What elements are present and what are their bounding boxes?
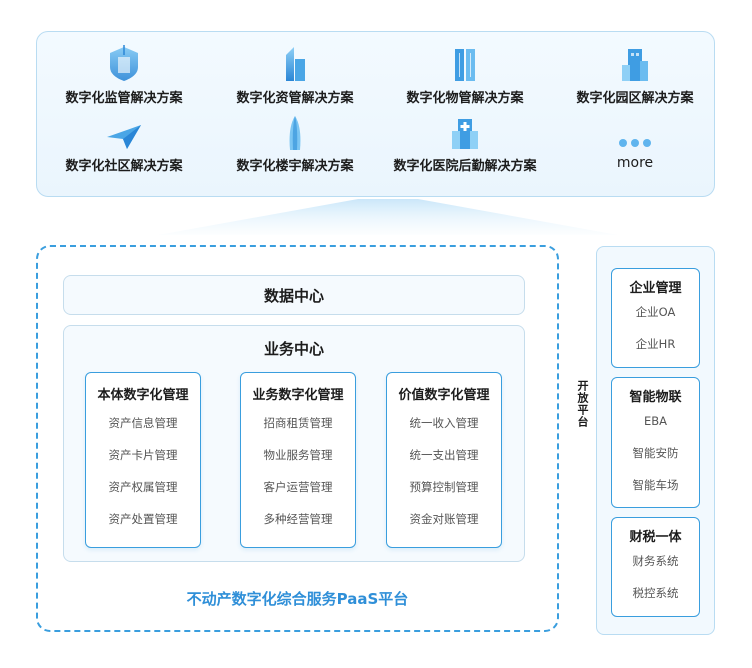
solution-label: 数字化物管解决方案 (406, 91, 524, 106)
card-business-mgmt[interactable]: 业务数字化管理 招商租赁管理 物业服务管理 客户运营管理 多种经营管理 (240, 372, 356, 548)
card-title: 企业管理 (629, 281, 682, 296)
card-title: 本体数字化管理 (97, 388, 189, 403)
card-title: 价值数字化管理 (398, 388, 490, 403)
card-enterprise-mgmt[interactable]: 企业管理 企业OA 企业HR (611, 268, 700, 368)
tower-building-icon (195, 45, 395, 83)
card-item[interactable]: 资产处置管理 (108, 512, 178, 526)
business-center-title: 业务中心 (263, 340, 324, 358)
card-item[interactable]: 多种经营管理 (263, 512, 333, 526)
solutions-panel (36, 31, 715, 197)
data-center-title: 数据中心 (263, 287, 324, 305)
card-title: 智能物联 (629, 390, 682, 405)
card-finance-tax[interactable]: 财税一体 财务系统 税控系统 (611, 517, 700, 617)
solution-asset-mgmt[interactable]: 数字化资管解决方案 (195, 45, 395, 106)
solution-label: 数字化医院后勤解决方案 (393, 159, 537, 174)
paper-plane-icon (24, 113, 224, 151)
solution-building[interactable]: 数字化楼宇解决方案 (195, 113, 395, 174)
card-item[interactable]: 税控系统 (632, 586, 679, 600)
card-item[interactable]: 资产信息管理 (108, 416, 178, 430)
solution-more[interactable]: more (535, 113, 735, 171)
card-item[interactable]: 智能车场 (632, 478, 679, 492)
solution-label: 数字化园区解决方案 (576, 91, 694, 106)
park-building-icon (535, 45, 735, 83)
card-smart-iot[interactable]: 智能物联 EBA 智能安防 智能车场 (611, 377, 700, 508)
card-item[interactable]: EBA (643, 414, 668, 428)
open-platform-label: 开放平台 (576, 380, 589, 428)
card-item[interactable]: 企业HR (635, 337, 676, 351)
card-item[interactable]: 统一支出管理 (409, 448, 479, 462)
shield-building-icon (24, 45, 224, 83)
data-center[interactable]: 数据中心 (63, 275, 525, 315)
card-item[interactable]: 资产权属管理 (108, 480, 178, 494)
card-title: 业务数字化管理 (252, 388, 344, 403)
card-item[interactable]: 预算控制管理 (409, 480, 479, 494)
card-item[interactable]: 智能安防 (632, 446, 679, 460)
card-item[interactable]: 财务系统 (632, 554, 679, 568)
card-item[interactable]: 物业服务管理 (263, 448, 333, 462)
card-item[interactable]: 统一收入管理 (409, 416, 479, 430)
skyscraper-icon (195, 113, 395, 151)
solution-park[interactable]: 数字化园区解决方案 (535, 45, 735, 106)
solution-community[interactable]: 数字化社区解决方案 (24, 113, 224, 174)
solution-property-mgmt[interactable]: 数字化物管解决方案 (365, 45, 565, 106)
card-item[interactable]: 招商租赁管理 (263, 416, 333, 430)
paas-platform-label: 不动产数字化综合服务PaaS平台 (186, 590, 409, 608)
card-title: 财税一体 (629, 530, 682, 545)
solution-label: 数字化资管解决方案 (236, 91, 354, 106)
solution-label: 数字化楼宇解决方案 (236, 159, 354, 174)
solution-label: 数字化社区解决方案 (65, 159, 183, 174)
card-item[interactable]: 客户运营管理 (263, 480, 333, 494)
hospital-icon (365, 113, 565, 151)
twin-building-icon (365, 45, 565, 83)
card-value-mgmt[interactable]: 价值数字化管理 统一收入管理 统一支出管理 预算控制管理 资金对账管理 (386, 372, 502, 548)
card-ontology-mgmt[interactable]: 本体数字化管理 资产信息管理 资产卡片管理 资产权属管理 资产处置管理 (85, 372, 201, 548)
card-item[interactable]: 企业OA (635, 305, 676, 319)
light-beam (158, 199, 618, 235)
card-item[interactable]: 资产卡片管理 (108, 448, 178, 462)
solution-regulation[interactable]: 数字化监管解决方案 (24, 45, 224, 106)
card-item[interactable]: 资金对账管理 (409, 512, 479, 526)
solution-label: 数字化监管解决方案 (65, 91, 183, 106)
more-dots-icon (535, 113, 735, 151)
solution-label: more (616, 155, 654, 171)
solution-hospital[interactable]: 数字化医院后勤解决方案 (365, 113, 565, 174)
